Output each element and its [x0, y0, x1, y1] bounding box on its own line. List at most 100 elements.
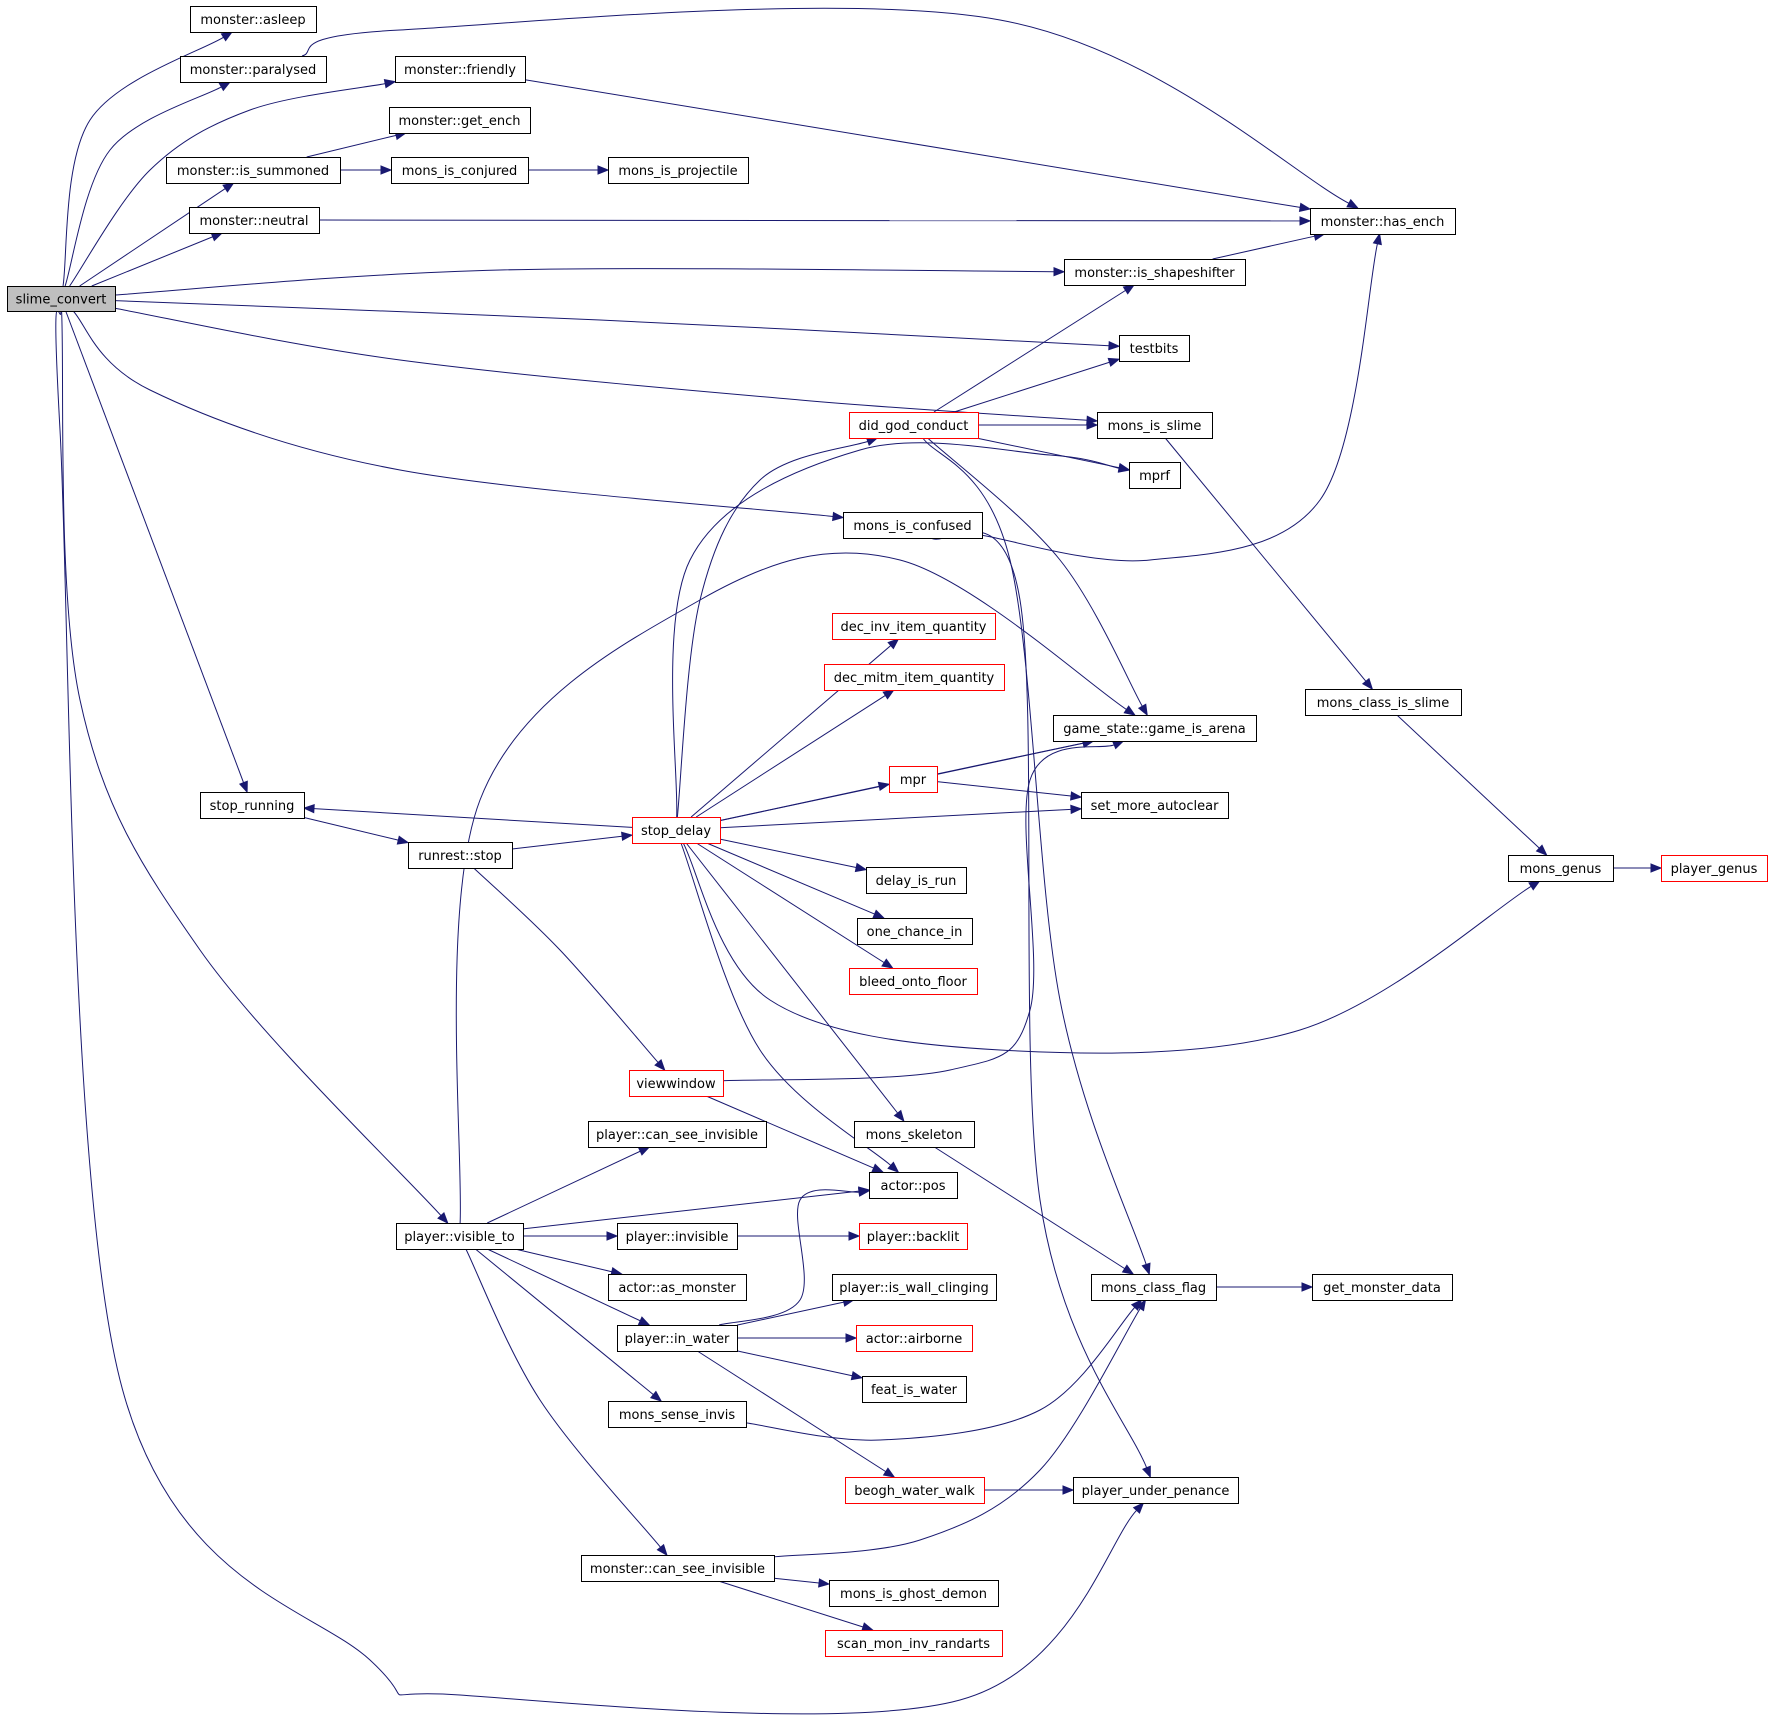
arrowhead [383, 79, 397, 89]
node-mons-skeleton[interactable]: mons_skeleton [854, 1121, 975, 1148]
node-friendly[interactable]: monster::friendly [395, 56, 526, 83]
node-stop-delay[interactable]: stop_delay [632, 817, 721, 844]
node-has-ench[interactable]: monster::has_ench [1310, 208, 1456, 235]
node-beogh-water-walk[interactable]: beogh_water_walk [845, 1477, 985, 1504]
node-visible-to[interactable]: player::visible_to [396, 1223, 524, 1250]
node-scan-mon-inv-randarts[interactable]: scan_mon_inv_randarts [825, 1630, 1003, 1657]
edge-line [934, 1146, 1125, 1270]
node-label: scan_mon_inv_randarts [837, 1637, 990, 1652]
edge-mons_sense_invis-to-mons_class_flag [745, 1299, 1143, 1441]
node-box [189, 207, 320, 234]
edge-mons_is_slime-to-mons_class_is_slime [1164, 437, 1374, 691]
node-monster-can-see-invisible[interactable]: monster::can_see_invisible [581, 1555, 775, 1582]
edges-layer [55, 7, 1663, 1715]
node-box [608, 157, 749, 184]
node-runrest-stop[interactable]: runrest::stop [408, 842, 513, 869]
node-mons-is-projectile[interactable]: mons_is_projectile [608, 157, 749, 184]
node-in-water[interactable]: player::in_water [617, 1325, 738, 1352]
edge-line [685, 842, 899, 1114]
node-box [7, 286, 116, 312]
node-is-wall-clinging[interactable]: player::is_wall_clinging [832, 1274, 997, 1301]
node-game-is-arena[interactable]: game_state::game_is_arena [1053, 715, 1257, 742]
edge-slime_convert-to-is_shapeshifter [114, 266, 1066, 296]
node-testbits[interactable]: testbits [1119, 335, 1190, 362]
node-actor-airborne[interactable]: actor::airborne [856, 1325, 973, 1352]
node-slime-convert[interactable]: slime_convert [7, 286, 116, 312]
node-did-god-conduct[interactable]: did_god_conduct [849, 412, 979, 439]
node-viewwindow[interactable]: viewwindow [629, 1070, 724, 1097]
node-get-ench[interactable]: monster::get_ench [389, 107, 531, 134]
edge-line [736, 1301, 844, 1326]
node-label: monster::get_ench [398, 114, 520, 129]
node-mons-is-ghost-demon[interactable]: mons_is_ghost_demon [829, 1580, 999, 1607]
node-player-can-see-invisible[interactable]: player::can_see_invisible [588, 1121, 767, 1148]
node-label: monster::is_shapeshifter [1074, 266, 1235, 281]
node-mons-sense-invis[interactable]: mons_sense_invis [608, 1401, 747, 1428]
node-delay-is-run[interactable]: delay_is_run [866, 867, 967, 894]
edge-line [1164, 437, 1367, 682]
arrowhead [1372, 232, 1382, 246]
edge-line [487, 1248, 641, 1322]
arrowhead [1121, 1264, 1135, 1275]
node-player-invisible[interactable]: player::invisible [617, 1223, 738, 1250]
node-actor-pos[interactable]: actor::pos [869, 1172, 958, 1199]
node-box [608, 1401, 747, 1428]
node-is-summoned[interactable]: monster::is_summoned [166, 157, 341, 184]
node-player-backlit[interactable]: player::backlit [859, 1223, 968, 1250]
node-mons-is-slime[interactable]: mons_is_slime [1097, 412, 1213, 439]
node-actor-as-monster[interactable]: actor::as_monster [608, 1274, 747, 1301]
node-stop-running[interactable]: stop_running [200, 792, 305, 819]
node-mons-is-confused[interactable]: mons_is_confused [843, 512, 983, 539]
edge-line [301, 7, 1350, 204]
edge-line [953, 361, 1110, 413]
node-mpr[interactable]: mpr [889, 766, 938, 793]
node-dec-mitm-item-quantity[interactable]: dec_mitm_item_quantity [824, 664, 1005, 691]
node-mons-class-flag[interactable]: mons_class_flag [1091, 1274, 1217, 1301]
node-set-more-autoclear[interactable]: set_more_autoclear [1081, 792, 1229, 819]
node-mons-genus[interactable]: mons_genus [1508, 855, 1614, 882]
edge-line [695, 694, 886, 818]
edge-line [773, 1577, 820, 1584]
node-player-genus[interactable]: player_genus [1661, 855, 1768, 882]
node-box [849, 412, 979, 439]
arrowhead [877, 781, 891, 792]
node-label: monster::has_ench [1321, 215, 1445, 230]
node-bleed-onto-floor[interactable]: bleed_onto_floor [849, 968, 978, 995]
node-label: monster::friendly [404, 63, 516, 78]
node-neutral[interactable]: monster::neutral [189, 207, 320, 234]
edge-slime_convert-to-mons_is_slime [114, 307, 1099, 425]
node-player-under-penance[interactable]: player_under_penance [1073, 1477, 1239, 1504]
node-box [1129, 462, 1181, 489]
edge-slime_convert-to-testbits [114, 300, 1121, 351]
node-box [1053, 715, 1257, 742]
node-label: mons_is_ghost_demon [840, 1587, 987, 1602]
node-one-chance-in[interactable]: one_chance_in [857, 918, 973, 945]
edge-line [706, 1095, 874, 1169]
arrowhead [637, 1146, 651, 1156]
node-get-monster-data[interactable]: get_monster_data [1312, 1274, 1453, 1301]
edge-line [524, 79, 1301, 208]
arrowhead [1062, 1485, 1075, 1495]
edge-stop_delay-to-dec_mitm_item_quantity [695, 689, 895, 818]
edge-line [936, 781, 1072, 797]
node-dec-inv-item-quantity[interactable]: dec_inv_item_quantity [832, 613, 996, 640]
node-label: player::is_wall_clinging [839, 1281, 989, 1296]
arrowhead [845, 1333, 858, 1343]
node-mprf[interactable]: mprf [1129, 462, 1181, 489]
node-paralysed[interactable]: monster::paralysed [180, 56, 327, 83]
node-box [581, 1555, 775, 1582]
node-is-shapeshifter[interactable]: monster::is_shapeshifter [1064, 259, 1246, 286]
node-mons-class-is-slime[interactable]: mons_class_is_slime [1305, 689, 1462, 716]
edge-line [736, 1350, 853, 1377]
node-feat-is-water[interactable]: feat_is_water [862, 1376, 967, 1403]
edge-line [475, 1248, 654, 1396]
node-box [1661, 855, 1768, 882]
arrowhead [818, 1578, 831, 1588]
node-label: testbits [1130, 342, 1179, 357]
edge-mons_class_is_slime-to-mons_genus [1396, 714, 1548, 856]
node-mons-is-conjured[interactable]: mons_is_conjured [391, 157, 529, 184]
edge-line [61, 310, 442, 1216]
node-box [889, 766, 938, 793]
edge-mons_is_conjured-to-mons_is_projectile [528, 165, 610, 175]
node-asleep[interactable]: monster::asleep [190, 6, 317, 33]
